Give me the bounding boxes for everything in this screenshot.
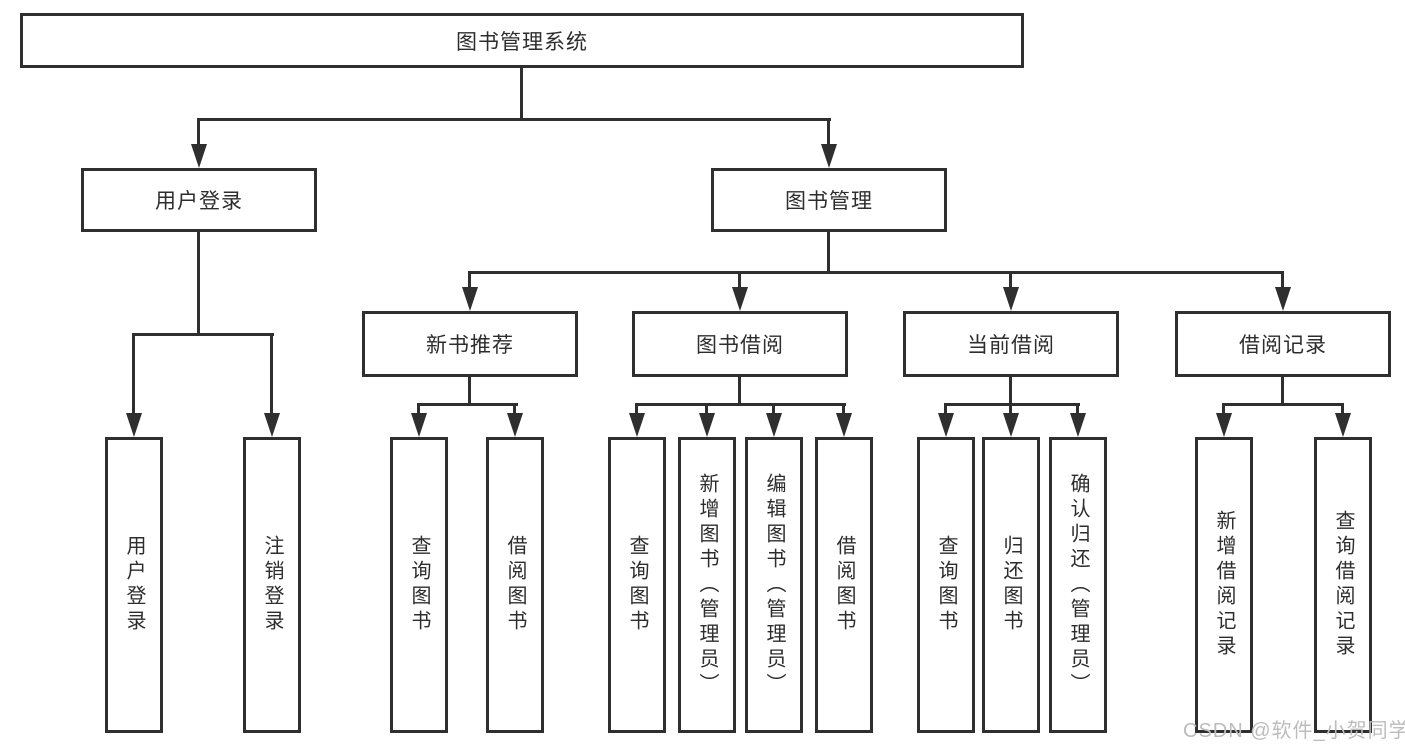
arrowhead-down-icon (1335, 413, 1351, 437)
node-book-borrow: 图书借阅 (632, 311, 848, 377)
leaf-borrow-book-label: 借阅图书 (833, 535, 855, 635)
leaf-user-login: 用户登录 (105, 437, 163, 733)
connector (513, 403, 516, 417)
connector (132, 333, 274, 336)
leaf-newbook-borrow: 借阅图书 (486, 437, 544, 733)
arrowhead-down-icon (629, 413, 645, 437)
node-new-book-recommend-label: 新书推荐 (426, 334, 514, 357)
arrowhead-down-icon (191, 144, 207, 168)
arrowhead-down-icon (836, 413, 852, 437)
arrowhead-down-icon (411, 413, 427, 437)
leaf-current-return-label: 归还图书 (1000, 535, 1022, 635)
connector (417, 403, 420, 417)
arrowhead-down-icon (1003, 413, 1019, 437)
node-book-borrow-label: 图书借阅 (696, 334, 784, 357)
connector (705, 403, 708, 417)
leaf-logout-label: 注销登录 (261, 535, 283, 635)
arrowhead-down-icon (821, 144, 837, 168)
node-current-borrow-label: 当前借阅 (967, 334, 1055, 357)
leaf-logout: 注销登录 (243, 437, 301, 733)
connector (1341, 403, 1344, 417)
leaf-borrow-edit-admin-label: 编辑图书（管理员） (763, 472, 785, 698)
leaf-records-add-label: 新增借阅记录 (1213, 510, 1235, 660)
leaf-borrow-edit-admin: 编辑图书（管理员） (745, 437, 803, 733)
node-borrow-records-label: 借阅记录 (1239, 334, 1327, 357)
leaf-borrow-add-admin-label: 新增图书（管理员） (696, 472, 718, 698)
node-new-book-recommend: 新书推荐 (362, 311, 578, 377)
arrowhead-down-icon (699, 413, 715, 437)
connector (1009, 377, 1012, 406)
arrowhead-down-icon (1003, 287, 1019, 311)
arrowhead-down-icon (732, 287, 748, 311)
connector (468, 271, 471, 291)
connector (1222, 403, 1344, 406)
connector (944, 403, 1080, 406)
leaf-newbook-query-label: 查询图书 (408, 535, 430, 635)
arrowhead-down-icon (1216, 413, 1232, 437)
connector (944, 403, 947, 417)
connector (468, 377, 471, 406)
leaf-borrow-book: 借阅图书 (815, 437, 873, 733)
leaf-records-query: 查询借阅记录 (1314, 437, 1372, 733)
node-book-management-label: 图书管理 (785, 190, 873, 213)
connector (635, 403, 846, 406)
leaf-borrow-query: 查询图书 (608, 437, 666, 733)
leaf-user-login-label: 用户登录 (123, 535, 145, 635)
leaf-records-query-label: 查询借阅记录 (1332, 510, 1354, 660)
leaf-records-add: 新增借阅记录 (1195, 437, 1253, 733)
connector (1281, 377, 1284, 406)
node-user-login: 用户登录 (81, 168, 317, 232)
node-root: 图书管理系统 (20, 13, 1024, 68)
arrowhead-down-icon (126, 413, 142, 437)
connector (772, 403, 775, 417)
arrowhead-down-icon (766, 413, 782, 437)
arrowhead-down-icon (1275, 287, 1291, 311)
node-borrow-records: 借阅记录 (1175, 311, 1391, 377)
connector (738, 377, 741, 406)
connector (132, 333, 135, 415)
connector (635, 403, 638, 417)
connector (1009, 271, 1012, 291)
arrowhead-down-icon (264, 413, 280, 437)
leaf-current-return: 归还图书 (982, 437, 1040, 733)
connector (520, 67, 523, 120)
connector (1009, 403, 1012, 417)
node-book-management: 图书管理 (711, 168, 947, 232)
arrowhead-down-icon (1070, 413, 1086, 437)
connector (270, 333, 273, 415)
leaf-borrow-add-admin: 新增图书（管理员） (678, 437, 736, 733)
connector (738, 271, 741, 291)
connector (1222, 403, 1225, 417)
leaf-current-query: 查询图书 (917, 437, 975, 733)
arrowhead-down-icon (938, 413, 954, 437)
node-user-login-label: 用户登录 (155, 190, 243, 213)
connector (827, 232, 830, 274)
leaf-current-confirm-admin-label: 确认归还（管理员） (1067, 472, 1089, 698)
arrowhead-down-icon (507, 413, 523, 437)
node-root-label: 图书管理系统 (456, 30, 588, 54)
leaf-borrow-query-label: 查询图书 (626, 535, 648, 635)
connector (197, 118, 831, 121)
arrowhead-down-icon (462, 287, 478, 311)
connector (197, 118, 200, 148)
leaf-current-confirm-admin: 确认归还（管理员） (1049, 437, 1107, 733)
connector (842, 403, 845, 417)
connector (417, 403, 518, 406)
csdn-watermark: CSDN @软件_小贺同学 (1183, 720, 1405, 742)
leaf-newbook-borrow-label: 借阅图书 (504, 535, 526, 635)
connector (827, 118, 830, 148)
leaf-newbook-query: 查询图书 (390, 437, 448, 733)
connector (1281, 271, 1284, 291)
node-current-borrow: 当前借阅 (903, 311, 1119, 377)
connector (468, 271, 1284, 274)
connector (1076, 403, 1079, 417)
connector (197, 232, 200, 335)
leaf-current-query-label: 查询图书 (935, 535, 957, 635)
